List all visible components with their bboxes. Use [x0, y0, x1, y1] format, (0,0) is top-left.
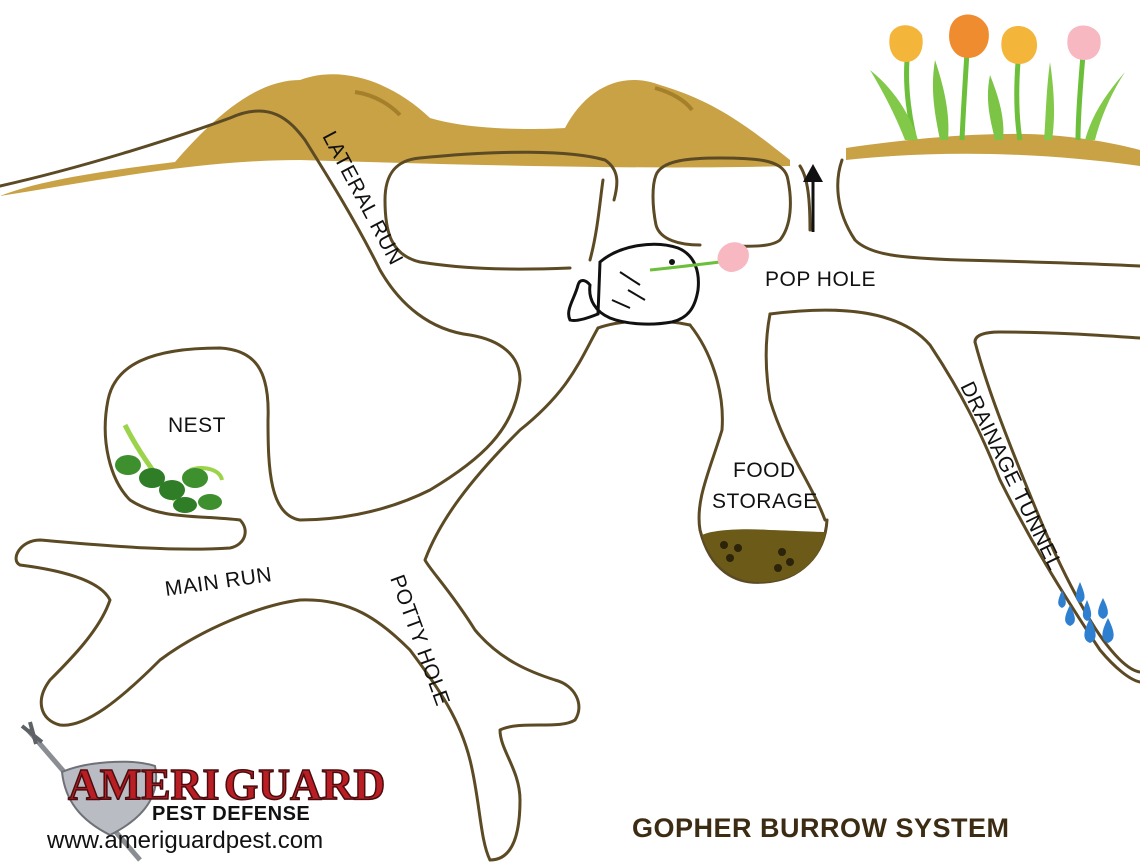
logo-name-part1: AMERI: [68, 760, 220, 809]
soil-mound-right: [846, 133, 1140, 166]
logo-url[interactable]: www.ameriguardpest.com: [46, 827, 323, 854]
gopher-icon: [567, 242, 721, 326]
label-food-storage-1: FOOD: [733, 459, 796, 482]
soil-mound-left: [0, 74, 790, 196]
food-pellets: [720, 541, 794, 572]
sword-shield-icon: [20, 721, 158, 862]
label-potty-hole: POTTY HOLE: [385, 572, 454, 709]
label-pop-hole: POP HOLE: [765, 268, 876, 291]
arrow-up-icon: [803, 164, 823, 232]
logo-name-part2: GUARD: [224, 760, 385, 809]
label-main-run: MAIN RUN: [163, 563, 273, 601]
water-drops-icon: [1058, 582, 1114, 643]
label-food-storage-2: STORAGE: [712, 490, 818, 513]
ameriguard-logo: AMERI GUARD PEST DEFENSE www.ameriguardp…: [46, 759, 386, 854]
label-drainage-tunnel: DRAINAGE TUNNEL: [956, 378, 1067, 574]
soil-mound-highlight: [354, 86, 694, 117]
diagram-title: GOPHER BURROW SYSTEM: [632, 813, 1010, 843]
label-nest: NEST: [168, 414, 226, 437]
burrow-tunnels: [0, 109, 1140, 862]
tulip-icon: [870, 14, 1125, 141]
food-storage-fill: [702, 529, 826, 583]
tulip-icon: [717, 242, 749, 272]
logo-tagline: PEST DEFENSE: [152, 803, 310, 825]
leaves-icon: [115, 423, 224, 513]
